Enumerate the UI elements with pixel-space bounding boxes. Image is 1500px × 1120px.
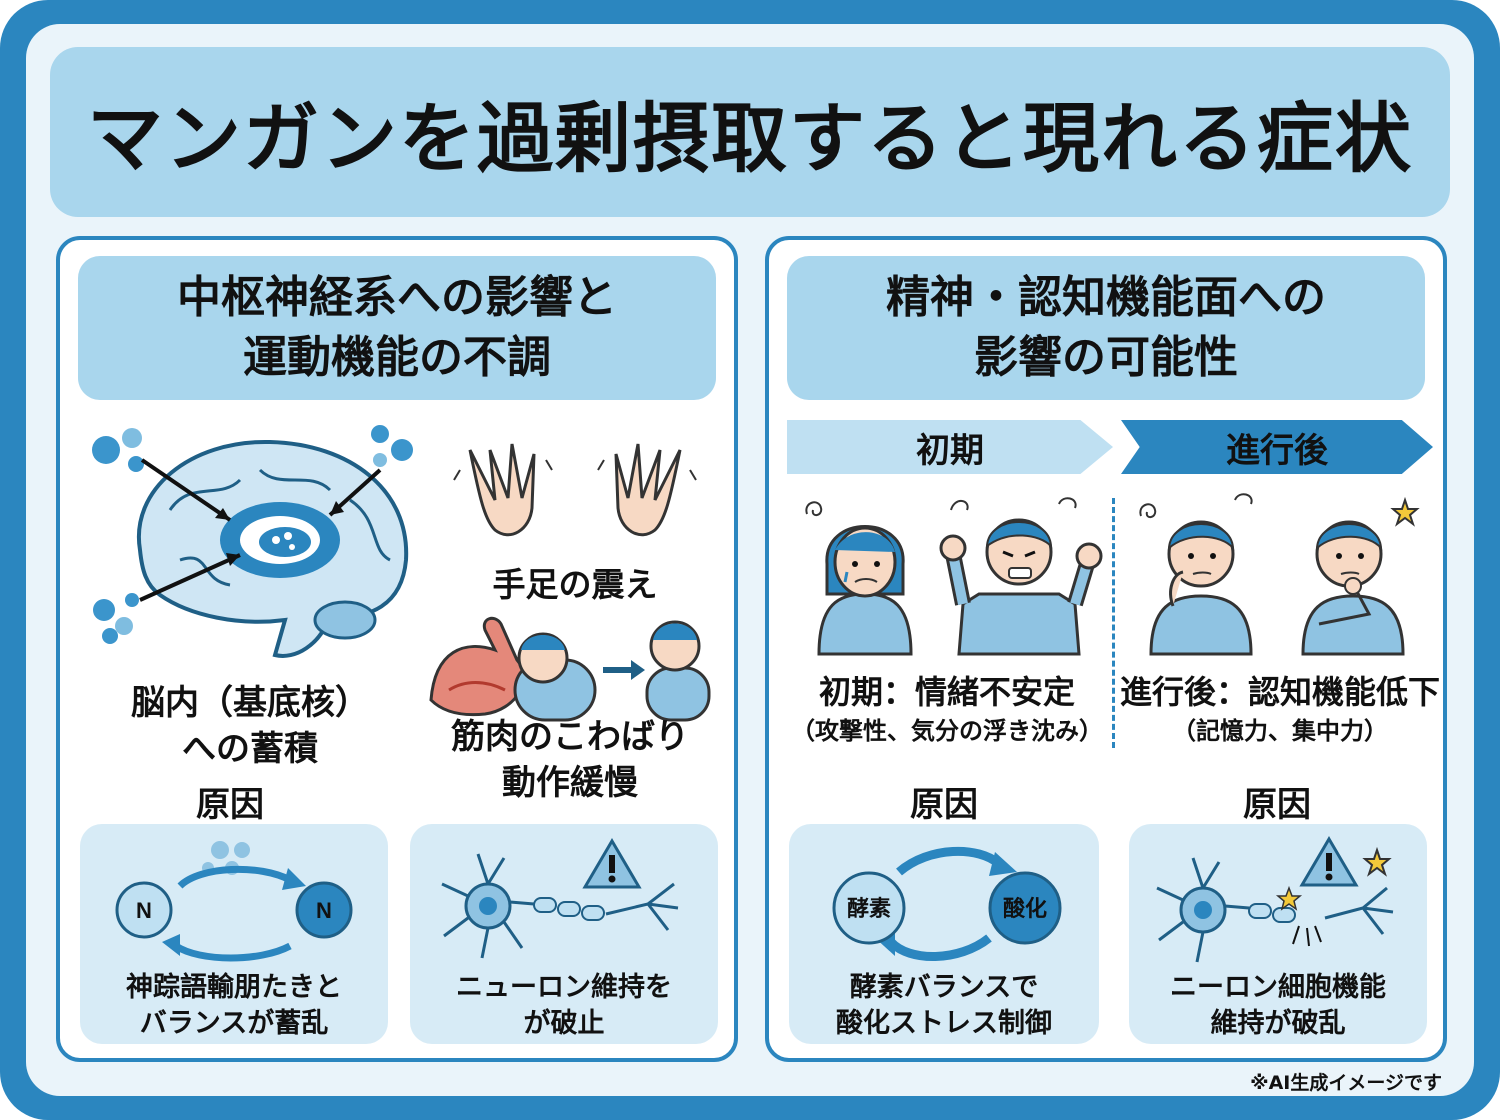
- star-icon: [1390, 496, 1420, 527]
- ai-generated-note: ※AI生成イメージです: [1250, 1072, 1442, 1094]
- cause-card4-line1: ニーロン細胞機能: [1170, 972, 1386, 1003]
- early-caption-main: 初期：情緒不安定: [818, 673, 1075, 711]
- title-banner: マンガンを過剰摂取すると現れる症状: [50, 47, 1450, 217]
- person-confused-icon: [1139, 493, 1253, 656]
- person-thinking-icon: [1301, 520, 1405, 656]
- cause-card-enzyme: 酵素 酸化 酵素バランスで 酸化ストレス制御: [789, 824, 1099, 1044]
- cause-card-neuron: ニューロン維持を が破止: [410, 824, 718, 1044]
- cause-card1-line1: 神踪語輸朋たきと: [126, 972, 342, 1003]
- svg-text:酵素: 酵素: [847, 896, 891, 922]
- stiffness-caption: 筋肉のこわばり 動作緩慢: [430, 714, 710, 806]
- cause-card1-text: 神踪語輸朋たきと バランスが蓄乱: [80, 970, 388, 1042]
- node-n-left: N: [115, 881, 173, 939]
- svg-text:N: N: [316, 898, 332, 923]
- brain-caption-line2: への蓄積: [182, 729, 318, 769]
- person-anxious-icon: [805, 501, 913, 656]
- hands-tremor-icon: [453, 443, 697, 537]
- svg-text:N: N: [136, 898, 152, 923]
- cause-card2-line1: ニューロン維持を: [456, 972, 672, 1003]
- brain-icon: [92, 425, 413, 658]
- cycle-arrows-icon: [162, 841, 306, 962]
- oxidation-node: 酸化: [988, 871, 1062, 945]
- cause-card2-line2: が破止: [523, 1008, 605, 1039]
- stage-early-label: 初期: [916, 430, 984, 471]
- right-heading-line2: 影響の可能性: [974, 332, 1238, 383]
- cause-card3-line1: 酵素バランスで: [849, 972, 1039, 1003]
- brain-caption: 脳内（基底核） への蓄積: [80, 680, 420, 772]
- muscle-stiffness-icon: [429, 616, 711, 722]
- warning-icon: [582, 838, 642, 889]
- cycle-arrows-icon: [873, 846, 1017, 961]
- right-panel: 精神・認知機能面への 影響の可能性 初期 進行後: [765, 236, 1447, 1062]
- warning-icon: [1299, 836, 1359, 887]
- cause-card3-text: 酵素バランスで 酸化ストレス制御: [789, 970, 1099, 1042]
- early-caption-detail: （攻撃性、気分の浮き沈み）: [791, 717, 1103, 745]
- page-title: マンガンを過剰摂取すると現れる症状: [87, 94, 1413, 183]
- cause-card-neurotransmitter: N N 神踪語輸朋たきと バランスが蓄乱: [80, 824, 388, 1044]
- left-heading-line2: 運動機能の不調: [243, 332, 551, 383]
- stiffness-caption-line1: 筋肉のこわばり: [451, 717, 689, 757]
- stage-early-banner: 初期: [787, 420, 1113, 474]
- cause-card4-line2: 維持が破乱: [1210, 1008, 1346, 1039]
- cause-card3-line2: 酸化ストレス制御: [836, 1008, 1052, 1039]
- early-caption: 初期：情緒不安定 （攻撃性、気分の浮き沈み）: [777, 670, 1117, 748]
- star-icon: [1362, 846, 1392, 877]
- left-panel-heading: 中枢神経系への影響と 運動機能の不調: [78, 256, 716, 400]
- tremor-caption: 手足の震え: [492, 565, 658, 604]
- brain-caption-line1: 脳内（基底核）: [131, 683, 369, 723]
- cause-card2-text: ニューロン維持を が破止: [410, 970, 718, 1042]
- neuron-icon: [441, 853, 679, 959]
- left-heading-line1: 中枢神経系への影響と: [177, 272, 617, 323]
- enzyme-node: 酵素: [832, 871, 906, 945]
- stage-late-label: 進行後: [1226, 430, 1328, 471]
- person-angry-icon: [939, 497, 1103, 656]
- node-n-right: N: [295, 881, 353, 939]
- stiffness-caption-line2: 動作緩慢: [502, 763, 638, 803]
- cause-card4-text: ニーロン細胞機能 維持が破乱: [1129, 970, 1427, 1042]
- late-caption-detail: （記憶力、集中力）: [1172, 717, 1388, 745]
- stage-late-banner: 進行後: [1121, 420, 1433, 474]
- left-panel: 中枢神経系への影響と 運動機能の不調 脳内（基底核） への蓄積 手足の震え: [56, 236, 738, 1062]
- right-cause-label-2: 原因: [1243, 785, 1311, 825]
- late-caption-main: 進行後：認知機能低下: [1119, 673, 1440, 711]
- left-cause-label: 原因: [196, 785, 264, 825]
- right-heading-line1: 精神・認知機能面への: [886, 272, 1326, 323]
- cause-card-neuron-function: ニーロン細胞機能 維持が破乱: [1129, 824, 1427, 1044]
- cause-card1-line2: バランスが蓄乱: [139, 1008, 329, 1039]
- right-panel-heading: 精神・認知機能面への 影響の可能性: [787, 256, 1425, 400]
- stage-divider: [1112, 498, 1115, 748]
- late-caption: 進行後：認知機能低下 （記憶力、集中力）: [1115, 670, 1445, 748]
- neuron-icon: [1156, 857, 1394, 963]
- svg-text:酸化: 酸化: [1003, 896, 1047, 922]
- right-cause-label-1: 原因: [910, 785, 978, 825]
